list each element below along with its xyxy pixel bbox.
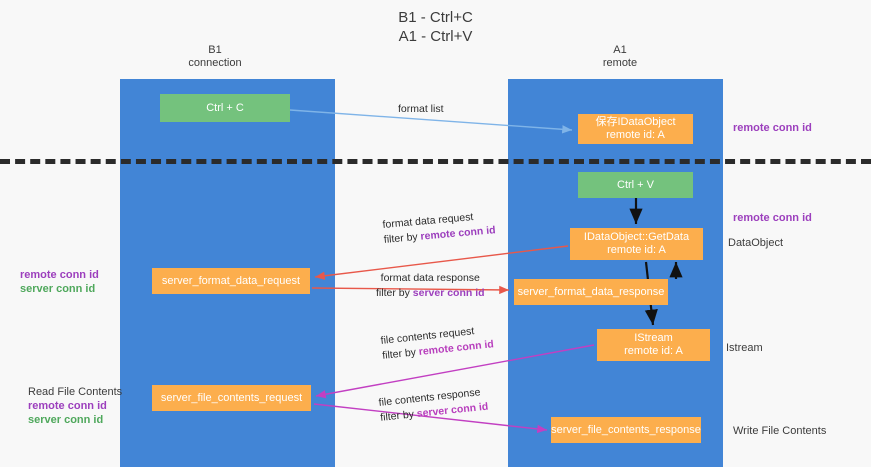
label-write-file-contents: Write File Contents <box>733 425 827 437</box>
edge-label-format-data-response: format data response filter by server co… <box>376 271 485 301</box>
node-server-file-contents-request[interactable]: server_file_contents_request <box>152 385 311 411</box>
edge-label-format-data-response-line1: format data response <box>380 272 480 284</box>
section-divider <box>0 159 871 164</box>
node-istream[interactable]: IStream remote id: A <box>597 329 710 361</box>
label-read-file-contents: Read File Contents <box>28 386 123 398</box>
edge-label-format-data-response-filter-key: server conn id <box>412 287 485 299</box>
column-header-b1: B1 connection <box>188 44 242 69</box>
label-remote-conn-id-mid: remote conn id <box>733 212 812 224</box>
label-remote-conn-id-left-bottom: remote conn id <box>28 400 107 412</box>
node-server-format-data-response[interactable]: server_format_data_response <box>514 279 668 305</box>
label-istream: Istream <box>726 342 763 354</box>
edge-label-format-list: format list <box>398 103 444 115</box>
edge-label-file-contents-request: file contents request filter by remote c… <box>380 322 495 364</box>
label-left-read-file-block: Read File Contents remote conn id server… <box>28 385 122 427</box>
edge-label-file-contents-response-filter-prefix: filter by <box>379 408 418 424</box>
edge-label-file-contents-response: file contents response filter by server … <box>378 385 489 426</box>
column-header-a1: A1 remote <box>602 44 638 69</box>
label-left-conn-ids-top: remote conn id server conn id <box>20 268 99 296</box>
page-title: B1 - Ctrl+C A1 - Ctrl+V <box>398 9 473 45</box>
label-server-conn-id-left-top: server conn id <box>20 283 96 295</box>
node-server-format-data-request[interactable]: server_format_data_request <box>152 268 310 294</box>
label-remote-conn-id-top: remote conn id <box>733 122 812 134</box>
node-save-idataobject[interactable]: 保存IDataObject remote id: A <box>578 114 693 144</box>
node-ctrl-c[interactable]: Ctrl + C <box>160 94 290 122</box>
label-remote-conn-id-left-top: remote conn id <box>20 269 99 281</box>
edge-label-format-data-request: format data request filter by remote con… <box>382 208 496 248</box>
edge-label-file-contents-request-filter-prefix: filter by <box>381 346 420 362</box>
node-server-file-contents-response[interactable]: server_file_contents_response <box>551 417 701 443</box>
node-idataobject-getdata[interactable]: IDataObject::GetData remote id: A <box>570 228 703 260</box>
label-dataobject: DataObject <box>728 237 784 249</box>
edge-label-format-data-request-filter-prefix: filter by <box>383 230 422 246</box>
edge-label-format-data-response-filter-prefix: filter by <box>376 287 413 299</box>
node-ctrl-v[interactable]: Ctrl + V <box>578 172 693 198</box>
label-server-conn-id-left-bottom: server conn id <box>28 414 104 426</box>
